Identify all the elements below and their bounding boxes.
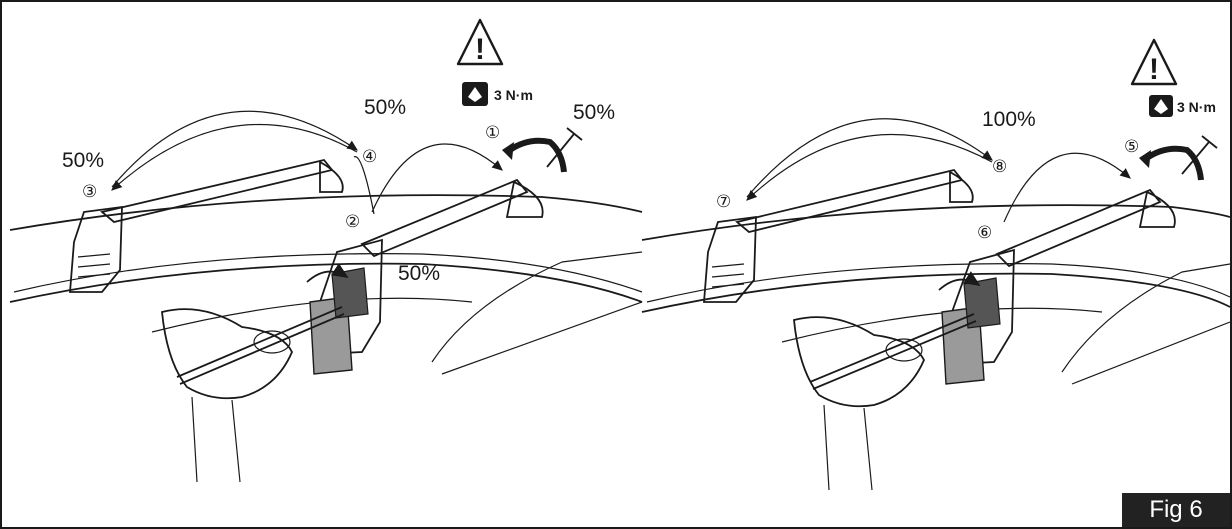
rear-crossbar xyxy=(703,168,974,303)
panel-1: ! 3 N·m 50% 50% 50% 50% ① ② ③ ④ xyxy=(9,18,643,483)
sequence-arrows xyxy=(746,118,1131,223)
sequence-arrows xyxy=(111,110,503,215)
percent-label-front: 50% xyxy=(398,262,440,285)
percent-label-top: 100% xyxy=(982,108,1036,131)
step-6: ⑥ xyxy=(977,223,992,243)
step-1: ① xyxy=(485,123,500,143)
figure-label: Fig 6 xyxy=(1122,493,1230,527)
car-roof xyxy=(641,204,1230,385)
step-5: ⑤ xyxy=(1124,137,1139,157)
rear-crossbar xyxy=(69,158,344,293)
warning-triangle-icon: ! xyxy=(456,18,504,66)
torque-wrench-icon xyxy=(462,82,488,106)
torque-value: 3 N·m xyxy=(1177,99,1216,115)
hand-icon xyxy=(793,271,981,491)
panel-2: ! 3 N·m 100% ⑤ ⑥ ⑦ ⑧ xyxy=(641,38,1230,491)
step-7: ⑦ xyxy=(716,192,731,212)
bolt-icon xyxy=(1139,135,1218,181)
svg-text:!: ! xyxy=(1149,53,1159,86)
svg-text:!: ! xyxy=(475,33,485,66)
hand-icon xyxy=(161,263,349,483)
percent-label-top: 50% xyxy=(364,96,406,119)
percent-label-rear-left: 50% xyxy=(62,149,104,172)
step-4: ④ xyxy=(362,147,377,167)
percent-label-right: 50% xyxy=(573,101,615,124)
step-2: ② xyxy=(345,212,360,232)
step-8: ⑧ xyxy=(992,157,1007,177)
front-crossbar xyxy=(941,188,1176,385)
bolt-icon xyxy=(502,127,583,173)
warning-triangle-icon: ! xyxy=(1130,38,1178,86)
step-3: ③ xyxy=(82,182,97,202)
torque-value: 3 N·m xyxy=(494,87,533,103)
torque-wrench-icon xyxy=(1149,95,1173,117)
